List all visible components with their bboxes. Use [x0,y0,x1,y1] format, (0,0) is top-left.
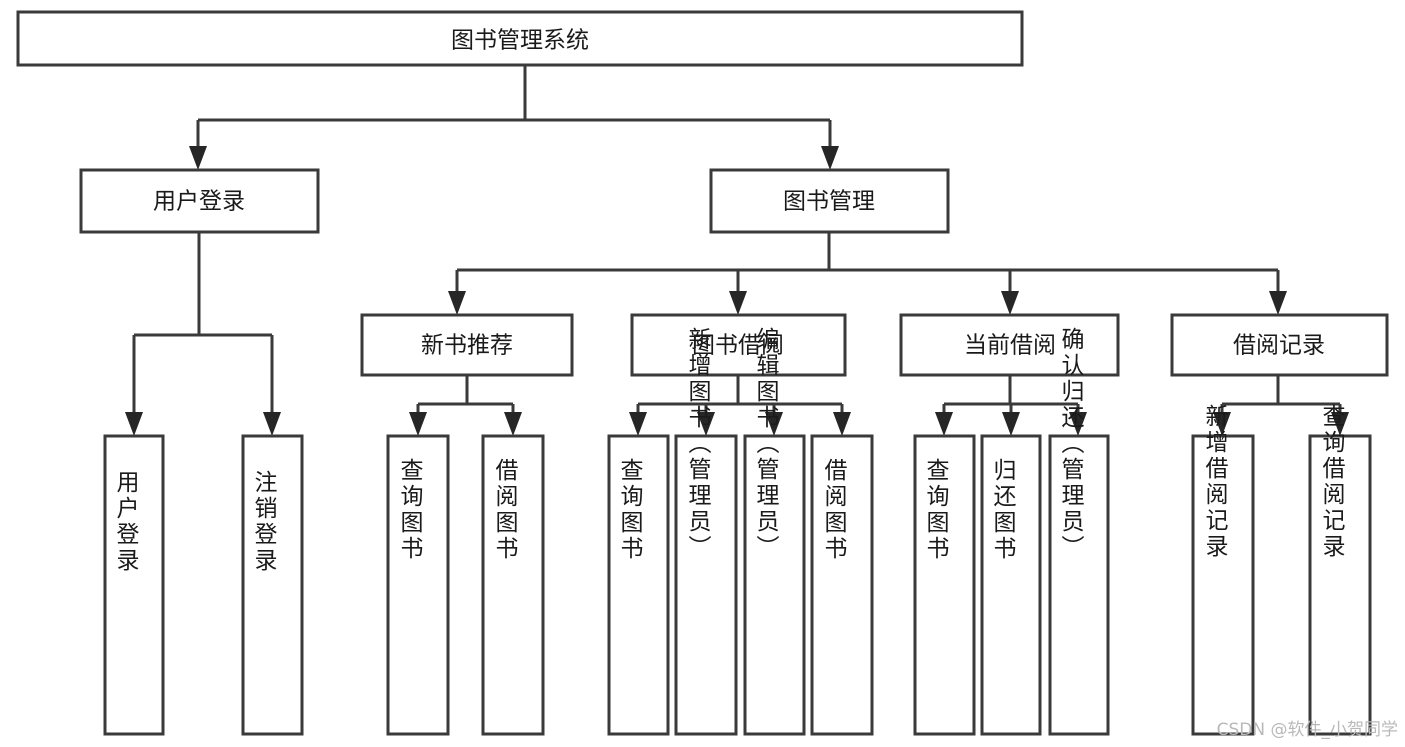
arrow-to-new-book-recommend [448,291,466,315]
leaf-user-login-box [103,434,165,736]
leaf-recommend-borrow-book-label: 借阅图书 [491,458,519,562]
arrow-to-borrow-query [629,412,647,436]
leaf-record-add-box [1191,434,1255,736]
node-user-login-label: 用户登录 [153,189,245,215]
leaf-current-return-book-box [980,434,1042,736]
arrow-to-book-management [821,146,839,170]
leaf-borrow-add-book[interactable]: 新增图书（管理员） [674,327,738,736]
leaf-logout-label: 注销登录 [250,470,278,574]
node-root-system-box [16,10,1024,67]
node-book-borrow-box [630,313,847,377]
node-root-system[interactable]: 图书管理系统 [16,10,1024,67]
node-book-management-label: 图书管理 [783,189,875,215]
arrow-to-borrow-add [697,412,715,436]
node-current-borrow[interactable]: 当前借阅 [899,313,1120,377]
leaf-borrow-lend-book-box [810,434,874,736]
arrow-to-record-add [1213,412,1231,436]
leaf-current-confirm-return-label: 确认归还（管理员） [1057,327,1085,561]
leaf-borrow-query-book-box [607,434,670,736]
node-user-login-box [79,168,320,234]
node-book-management[interactable]: 图书管理 [709,168,950,234]
leaf-record-add[interactable]: 新增借阅记录 [1191,404,1255,736]
node-new-book-recommend-box [360,313,574,377]
node-current-borrow-box [899,313,1120,377]
leaf-current-confirm-return-box [1048,434,1110,736]
leaf-user-login-label: 用户登录 [112,470,140,574]
leaf-logout[interactable]: 注销登录 [241,434,304,736]
node-root-system-label: 图书管理系统 [451,28,589,54]
arrow-to-recommend-borrow [504,412,522,436]
leaf-recommend-borrow-book[interactable]: 借阅图书 [481,434,545,736]
node-book-borrow[interactable]: 图书借阅 [630,313,847,377]
arrow-to-current-query [935,412,953,436]
leaf-borrow-query-book-label: 查询图书 [616,458,644,562]
leaf-borrow-lend-book[interactable]: 借阅图书 [810,434,874,736]
leaf-record-query-box [1308,434,1372,736]
leaf-borrow-add-book-box [674,434,738,736]
leaf-current-confirm-return[interactable]: 确认归还（管理员） [1048,327,1110,736]
arrow-to-user-login [189,146,207,170]
arrow-to-recommend-query [409,412,427,436]
leaf-borrow-edit-book-label: 编辑图书（管理员） [752,327,780,561]
node-current-borrow-label: 当前借阅 [964,333,1056,359]
leaf-recommend-borrow-book-box [481,434,545,736]
arrow-to-borrow-record [1269,291,1287,315]
leaf-recommend-query-book[interactable]: 查询图书 [386,434,450,736]
leaf-current-return-book-label: 归还图书 [989,458,1017,562]
node-borrow-record-label: 借阅记录 [1233,333,1325,359]
leaf-borrow-lend-book-label: 借阅图书 [820,458,848,562]
leaf-recommend-query-book-box [386,434,450,736]
leaf-recommend-query-book-label: 查询图书 [396,458,424,562]
node-borrow-record-box [1170,313,1389,377]
arrow-to-record-query [1331,412,1349,436]
arrow-to-leaf-user-login [125,412,143,436]
leaf-current-query-book[interactable]: 查询图书 [913,434,976,736]
csdn-watermark: CSDN @软件_小贺同学 [1217,720,1398,740]
arrow-to-leaf-logout [263,412,281,436]
arrow-to-current-confirm [1069,412,1087,436]
leaf-current-query-book-box [913,434,976,736]
leaf-borrow-query-book[interactable]: 查询图书 [607,434,670,736]
leaf-borrow-edit-book-box [743,434,806,736]
leaf-borrow-edit-book[interactable]: 编辑图书（管理员） [743,327,806,736]
leaf-logout-box [241,434,304,736]
leaf-record-query-label: 查询借阅记录 [1318,404,1346,560]
node-book-borrow-label: 图书借阅 [692,333,784,359]
node-user-login[interactable]: 用户登录 [79,168,320,234]
arrow-to-borrow-edit [765,412,783,436]
node-borrow-record[interactable]: 借阅记录 [1170,313,1389,377]
connector-layer [125,65,1349,436]
leaf-borrow-add-book-label: 新增图书（管理员） [684,327,712,561]
leaf-record-query[interactable]: 查询借阅记录 [1308,404,1372,736]
node-new-book-recommend-label: 新书推荐 [421,333,513,359]
arrow-to-current-return [1002,412,1020,436]
node-new-book-recommend[interactable]: 新书推荐 [360,313,574,377]
arrow-to-borrow-lend [833,412,851,436]
leaf-record-add-label: 新增借阅记录 [1201,404,1229,560]
node-book-management-box [709,168,950,234]
arrow-to-current-borrow [1001,291,1019,315]
arrow-to-book-borrow [729,291,747,315]
leaf-user-login[interactable]: 用户登录 [103,434,165,736]
leaf-current-return-book[interactable]: 归还图书 [980,434,1042,736]
leaf-current-query-book-label: 查询图书 [922,458,950,562]
